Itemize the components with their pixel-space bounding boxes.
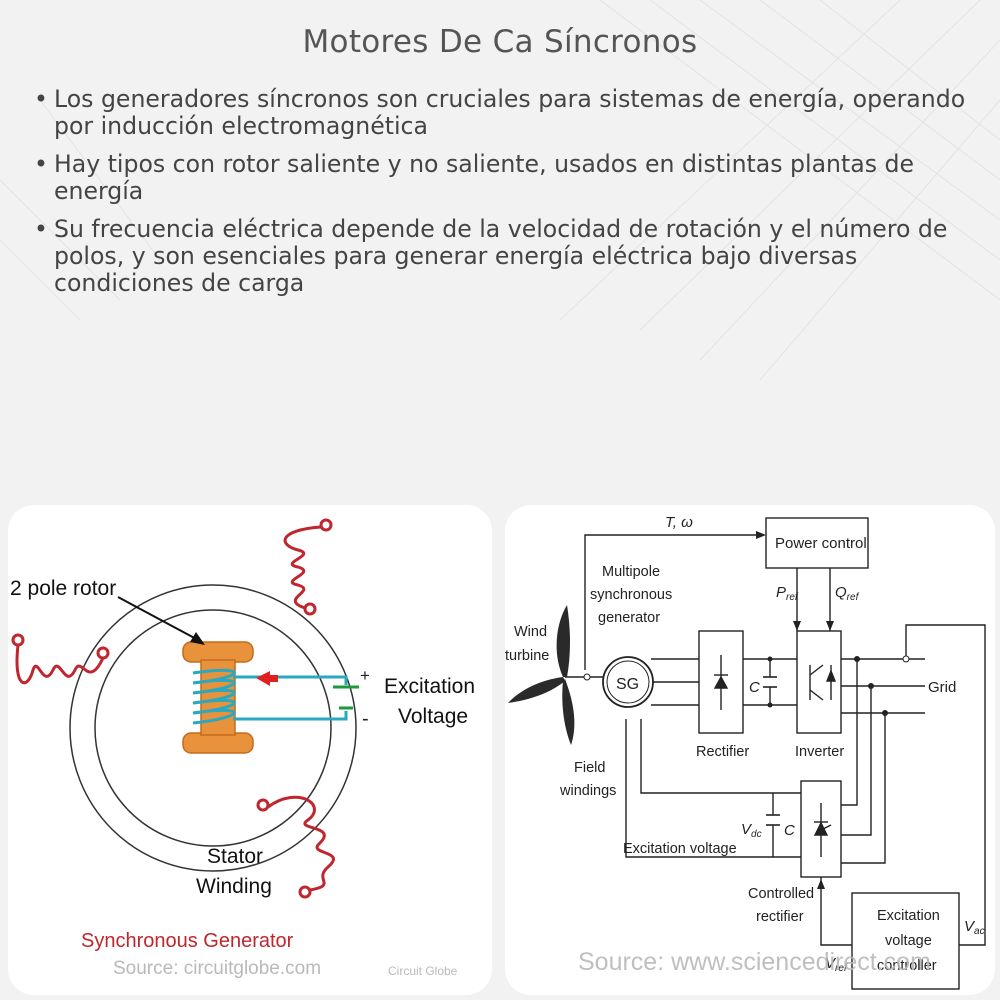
stator-coil-top-icon	[283, 518, 333, 616]
vref-arrowhead	[817, 879, 825, 889]
rectifier-diode-icon	[713, 655, 729, 710]
generator-label: SG	[616, 676, 639, 693]
pref-label: Pref	[776, 584, 799, 603]
multipole-label-line2: synchronous	[590, 587, 672, 603]
stator-label-line2: Winding	[196, 875, 272, 898]
vdc-subscript: dc	[751, 829, 762, 840]
excitation-controller-label-line3: controller	[877, 958, 937, 974]
grid-tap-line	[905, 624, 986, 946]
bullet-item: Los generadores síncronos son cruciales …	[34, 86, 969, 140]
inverter-label: Inverter	[795, 744, 844, 760]
stator-coil-bottom-icon	[256, 795, 336, 899]
excitation-controller-label-line1: Excitation	[877, 908, 940, 924]
gen-phase-lines	[651, 658, 699, 706]
rotor-icon	[182, 641, 254, 754]
wind-turbine-icon	[508, 605, 575, 745]
synchronous-generator-diagram: + - 2 pole rotor Excitation Voltage Stat…	[8, 505, 492, 995]
qref-label: Qref	[835, 584, 860, 603]
diagram-caption: Synchronous Generator	[81, 930, 294, 952]
rectifier-label: Rectifier	[696, 744, 749, 760]
stator-label-line1: Stator	[207, 845, 263, 868]
controlled-rectifier-label-line1: Controlled	[748, 886, 814, 902]
power-control-label: Power control	[775, 535, 867, 552]
excitation-controller-box	[851, 892, 960, 990]
dc-capacitor-label: C	[749, 679, 760, 696]
current-arrow-icon	[256, 671, 278, 686]
stator-coil-left-icon	[11, 633, 110, 685]
vref-label: Vref	[825, 955, 848, 974]
pref-symbol: P	[776, 584, 786, 601]
qref-arrowhead	[826, 621, 834, 631]
page-title: Motores De Ca Síncronos	[302, 24, 698, 60]
wind-turbine-label-line1: Wind	[514, 624, 547, 640]
speed-signal-line	[584, 534, 764, 670]
wind-turbine-label-line2: turbine	[505, 648, 549, 664]
qref-symbol: Q	[835, 584, 847, 601]
field-windings-label-line1: Field	[574, 760, 605, 776]
rotor-pointer-arrowhead	[190, 632, 205, 645]
stator-outer-ring	[69, 584, 357, 872]
pref-subscript: ref	[786, 592, 799, 603]
vref-line	[820, 877, 852, 946]
battery-icon	[333, 685, 359, 710]
qref-subscript: ref	[847, 592, 860, 603]
torque-speed-label: T, ω	[665, 514, 693, 531]
source-credit: Source: circuitglobe.com	[113, 958, 321, 979]
controlled-rectifier-label-line2: rectifier	[756, 909, 804, 925]
bullet-list: Los generadores síncronos son cruciales …	[34, 86, 969, 308]
vac-subscript: ac	[974, 926, 985, 937]
watermark-text: Circuit Globe	[388, 964, 458, 978]
battery-minus: -	[362, 708, 369, 730]
multipole-label-line3: generator	[598, 610, 660, 626]
bullet-item: Su frecuencia eléctrica depende de la ve…	[34, 216, 969, 297]
grid-label: Grid	[928, 679, 956, 696]
rotor-label: 2 pole rotor	[10, 577, 116, 600]
rotor-pointer-line	[117, 596, 201, 642]
excitation-label-line2: Voltage	[398, 705, 468, 728]
feed-lines	[841, 659, 886, 864]
pref-arrowhead	[793, 621, 801, 631]
grid-tap-node	[902, 655, 910, 663]
wind-turbine-generator-diagram: SG T, ω Power control Pref Qref Multipol…	[505, 505, 995, 995]
inverter-box	[796, 630, 842, 734]
torque-arrowhead	[756, 531, 766, 539]
power-control-box	[765, 517, 869, 569]
field-winding-line-2	[640, 719, 801, 794]
vdc-label: Vdc	[741, 821, 762, 840]
generator-inner-ring	[606, 660, 650, 704]
source-credit: Source: www.sciencedirect.com	[578, 948, 931, 976]
grid-lines	[841, 658, 925, 714]
excitation-capacitor-label: C	[784, 822, 795, 839]
thyristor-icon	[813, 803, 832, 857]
vdc-symbol: V	[741, 821, 753, 838]
vref-subscript: ref	[835, 963, 848, 974]
shaft-node	[583, 673, 591, 681]
excitation-controller-label-line2: voltage	[885, 933, 932, 949]
stator-inner-ring	[94, 609, 332, 847]
vac-label: Vac	[964, 918, 985, 937]
field-windings-label-line2: windings	[559, 783, 616, 799]
synchronous-generator-icon	[602, 656, 654, 708]
excitation-label-line1: Excitation	[384, 675, 475, 698]
vac-symbol: V	[964, 918, 976, 935]
vref-symbol: V	[825, 955, 837, 972]
excitation-voltage-label: Excitation voltage	[623, 841, 737, 857]
battery-plus: +	[360, 666, 370, 685]
inverter-igbt-icon	[809, 664, 837, 701]
multipole-label-line1: Multipole	[602, 564, 660, 580]
field-winding-line	[625, 719, 801, 858]
bullet-item: Hay tipos con rotor saliente y no salien…	[34, 151, 969, 205]
